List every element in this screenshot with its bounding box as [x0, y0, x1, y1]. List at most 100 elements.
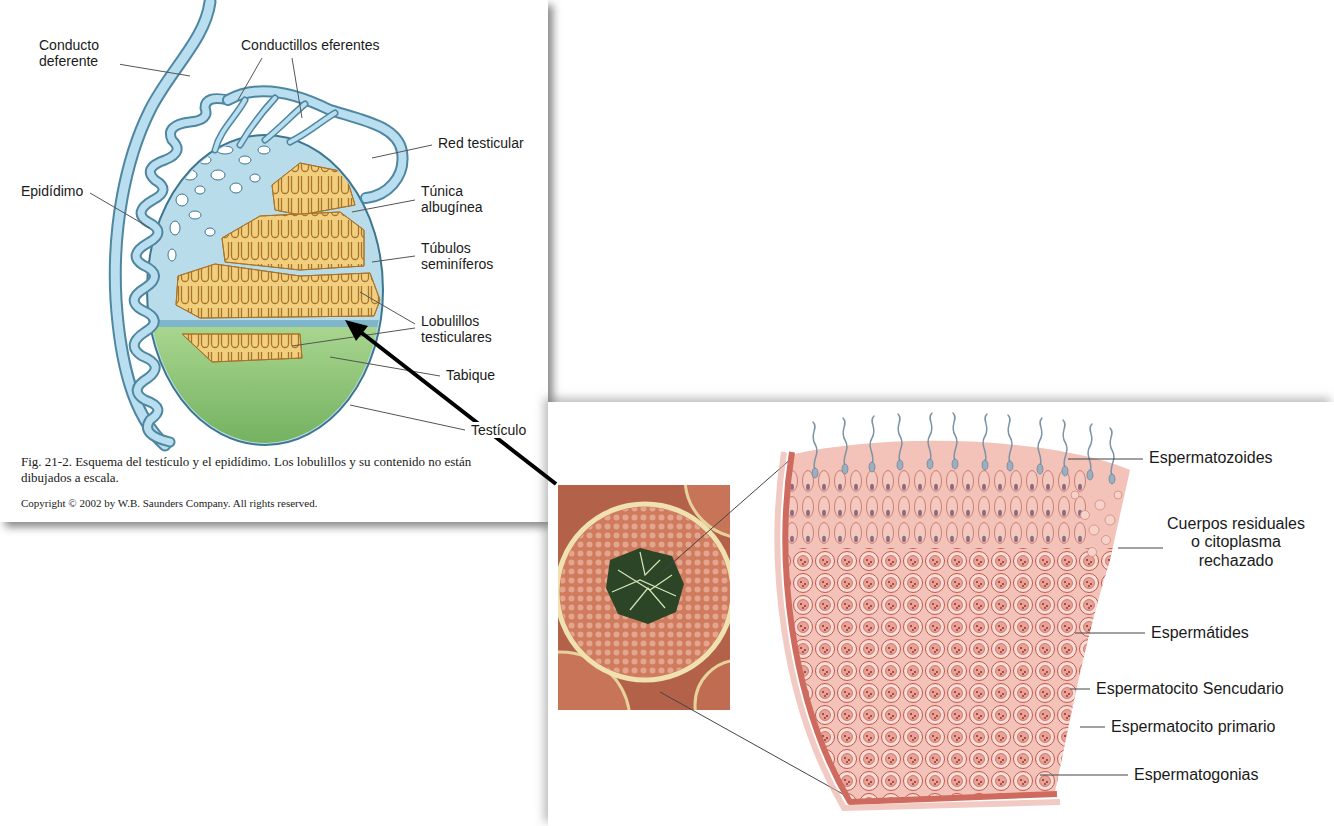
spermatozoa — [812, 468, 818, 478]
part-label: Conductillos eferentes — [240, 37, 381, 53]
tubule-micrograph — [558, 485, 730, 710]
residual-bodies — [1081, 511, 1090, 520]
part-label: Epidídimo — [20, 183, 84, 199]
cell-label: Espermatocito primario — [1110, 718, 1277, 736]
rete-testis — [199, 156, 211, 164]
seminiferous-epithelium — [777, 452, 1060, 808]
cell-label: Espermatocito Sencudario — [1095, 680, 1285, 698]
efferent-ductules — [228, 91, 403, 198]
spermatozoa — [1087, 470, 1093, 480]
spermatozoa — [1008, 415, 1012, 463]
residual-bodies — [1095, 500, 1105, 510]
lobules — [222, 212, 364, 270]
spermatozoa — [1063, 420, 1067, 468]
residual-bodies — [1071, 491, 1122, 557]
part-label: Lobulillos testiculares — [420, 313, 522, 345]
lobules — [176, 163, 380, 362]
spermatozoa — [927, 459, 933, 469]
tubule-micrograph — [695, 660, 730, 710]
spermatozoa — [1038, 418, 1042, 466]
leader-lines — [1070, 689, 1090, 690]
spermatozoa — [1062, 466, 1068, 476]
efferent-ductules — [228, 91, 403, 198]
rete-testis — [195, 186, 205, 194]
rete-testis — [230, 183, 242, 193]
leader-lines — [90, 58, 465, 430]
spermatozoa — [897, 460, 903, 470]
spermatozoa — [812, 413, 1115, 484]
leader-lines — [352, 200, 415, 212]
spermatozoa — [1088, 424, 1092, 472]
spermatozoa — [1007, 461, 1013, 471]
spermatozoa — [843, 418, 847, 466]
lobules — [272, 163, 355, 215]
tubule-micrograph — [630, 588, 665, 610]
leader-lines — [1075, 633, 1145, 634]
spermatozoa — [1037, 464, 1043, 474]
testis-inner — [140, 146, 400, 455]
lobules — [176, 264, 380, 318]
seminiferous-epithelium — [770, 470, 1150, 818]
spermatozoa — [953, 413, 957, 461]
residual-bodies — [1114, 491, 1122, 499]
cell-label: Espermatogonias — [1133, 766, 1260, 784]
residual-bodies — [1088, 548, 1097, 557]
leader-lines — [90, 193, 150, 228]
rete-testis — [189, 211, 201, 219]
rete-testis — [170, 221, 180, 235]
lobules — [176, 264, 380, 318]
leader-lines — [360, 292, 415, 324]
seminiferous-epithelium — [785, 452, 1057, 802]
zoom-lines — [662, 458, 792, 572]
testis-inner — [140, 325, 400, 455]
tubule-micrograph — [640, 552, 660, 575]
figure-caption: Fig. 21-2. Esquema del testículo y el ep… — [20, 454, 512, 485]
tubule-micrograph — [606, 548, 684, 624]
tubule-micrograph — [560, 507, 730, 677]
leader-lines — [292, 58, 302, 118]
spermatozoa — [870, 416, 874, 464]
residual-bodies — [1102, 536, 1111, 545]
cell-label: Espermátides — [1150, 624, 1250, 642]
leader-lines — [1040, 775, 1128, 776]
leader-lines — [372, 145, 432, 158]
efferent-ductules — [290, 113, 335, 142]
cell-label: Cuerpos residuales o citoplasma rechazad… — [1163, 515, 1309, 570]
rete-testis — [176, 194, 188, 206]
spermatozoa — [812, 459, 1115, 484]
spermatozoa — [842, 464, 848, 474]
tubule-micrograph — [612, 580, 676, 596]
spermatozoa — [982, 460, 988, 470]
spermatozoa — [928, 413, 932, 461]
rete-testis — [168, 249, 176, 261]
residual-bodies — [1089, 525, 1099, 535]
spermatozoa — [1110, 428, 1114, 476]
tubule-micrograph — [558, 504, 730, 680]
part-label: Conducto deferente — [38, 37, 120, 69]
cell-label: Espermatozoides — [1148, 449, 1274, 467]
rete-testis — [205, 228, 215, 236]
spermatozoa — [813, 413, 1114, 476]
part-label: Túnica albugínea — [420, 183, 512, 215]
lobules — [182, 334, 302, 362]
figure-panel — [548, 402, 1334, 826]
efferent-ductules — [215, 91, 403, 198]
rete-testis — [258, 146, 270, 154]
tubule-micrograph — [612, 552, 676, 610]
part-label: Testículo — [470, 422, 527, 438]
residual-bodies — [1105, 515, 1115, 525]
part-label: Túbulos seminíferos — [420, 240, 517, 272]
figure-card — [0, 0, 548, 522]
zoom-arrow — [345, 320, 368, 341]
spermatozoa — [983, 414, 987, 462]
copyright-note: Copyright © 2002 by W.B. Saunders Compan… — [20, 497, 318, 510]
seminiferous-epithelium — [770, 470, 1090, 548]
residual-bodies — [1071, 491, 1079, 499]
spermatozoa — [898, 414, 902, 462]
part-label: Tabique — [445, 367, 496, 383]
leader-lines — [1068, 459, 1143, 460]
rete-testis — [239, 156, 251, 164]
spermatozoa — [952, 459, 958, 469]
